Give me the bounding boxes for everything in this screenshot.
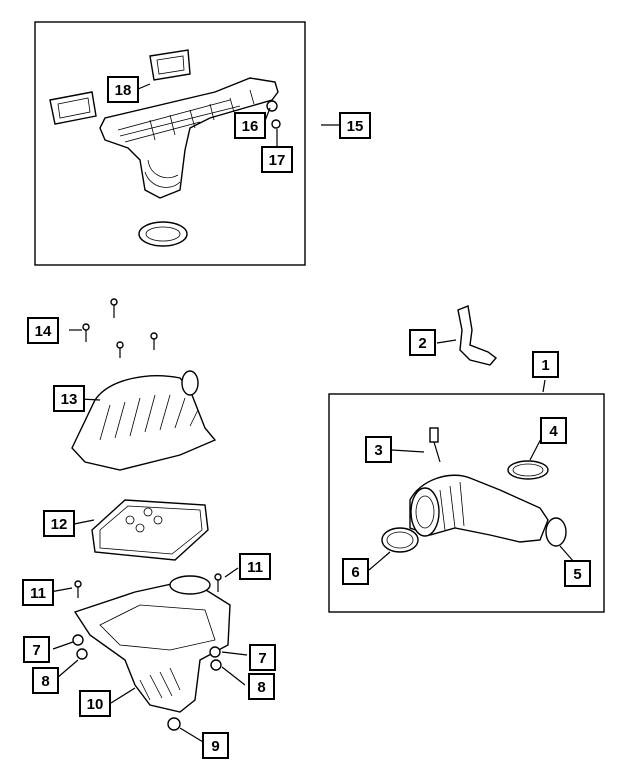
callout-17: 17	[261, 146, 293, 173]
svg-text:8: 8	[41, 673, 49, 690]
svg-text:4: 4	[549, 423, 558, 440]
svg-text:17: 17	[269, 152, 286, 169]
callout-16: 16	[234, 112, 266, 139]
callout-5: 5	[564, 560, 591, 587]
svg-text:11: 11	[247, 559, 263, 576]
callout-6: 6	[342, 558, 369, 585]
svg-text:13: 13	[61, 391, 78, 408]
svg-text:5: 5	[573, 566, 581, 583]
callout-4: 4	[540, 417, 567, 444]
callout-8b: 8	[248, 673, 275, 700]
air-cleaner-cover-illustration	[71, 370, 217, 471]
svg-text:3: 3	[374, 442, 382, 459]
callout-7b: 7	[249, 644, 276, 671]
svg-text:18: 18	[115, 82, 132, 99]
callout-13: 13	[53, 385, 85, 412]
svg-text:10: 10	[87, 696, 104, 713]
svg-text:11: 11	[30, 585, 46, 602]
svg-text:2: 2	[418, 335, 426, 352]
svg-text:12: 12	[51, 516, 68, 533]
callout-2: 2	[409, 329, 436, 356]
callout-1: 1	[532, 351, 559, 378]
svg-text:6: 6	[351, 564, 359, 581]
callout-11b: 11	[239, 553, 271, 580]
svg-text:15: 15	[347, 118, 364, 135]
callout-18: 18	[107, 76, 139, 103]
callout-9: 9	[202, 732, 229, 759]
sensor-illustration	[429, 427, 441, 463]
air-filter-illustration	[91, 499, 209, 561]
callout-11a: 11	[22, 579, 54, 606]
air-inlet-duct-illustration	[49, 49, 281, 247]
callout-7a: 7	[23, 636, 50, 663]
right-assembly-frame	[328, 393, 605, 613]
vent-hose-illustration	[457, 305, 498, 366]
callout-14: 14	[27, 317, 59, 344]
svg-text:7: 7	[258, 650, 266, 667]
svg-text:9: 9	[211, 738, 219, 755]
outlet-hose-illustration	[381, 460, 567, 553]
callout-8a: 8	[32, 667, 59, 694]
callout-3: 3	[365, 436, 392, 463]
svg-text:7: 7	[32, 642, 40, 659]
callout-15: 15	[339, 112, 371, 139]
air-cleaner-housing-illustration	[72, 573, 231, 731]
callout-12: 12	[43, 510, 75, 537]
svg-text:8: 8	[257, 679, 265, 696]
svg-text:1: 1	[541, 357, 549, 374]
screws-illustration	[82, 298, 158, 358]
svg-text:14: 14	[35, 323, 52, 340]
svg-text:16: 16	[242, 118, 259, 135]
callout-10: 10	[79, 690, 111, 717]
top-assembly-frame	[34, 21, 306, 266]
